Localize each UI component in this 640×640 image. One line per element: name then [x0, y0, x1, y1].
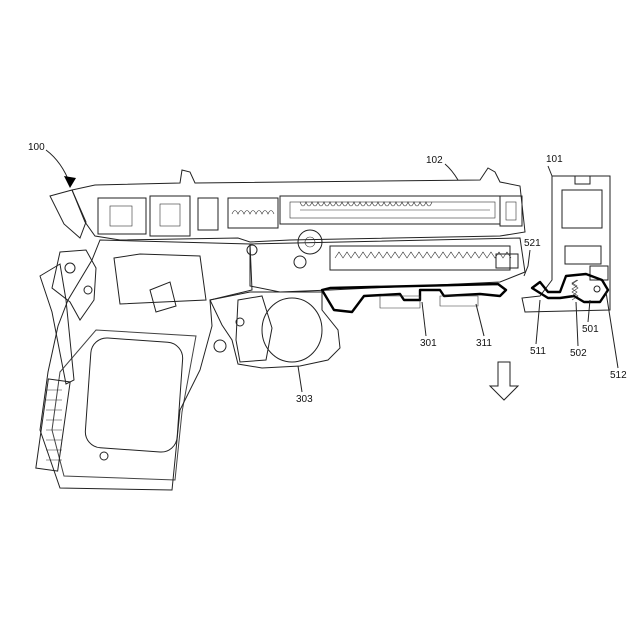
- latch-member-501: [532, 274, 608, 302]
- pin-512: [594, 286, 600, 292]
- label-100: 100: [28, 142, 45, 153]
- label-303: 303: [296, 394, 313, 405]
- frame-lower: [210, 292, 340, 368]
- receiver-rail: [247, 230, 525, 292]
- label-521: 521: [524, 238, 541, 249]
- inner-member-311: [380, 296, 420, 308]
- label-511: 511: [530, 346, 546, 357]
- label-501: 501: [582, 324, 599, 335]
- label-301: 301: [420, 338, 437, 349]
- grip: [36, 240, 252, 490]
- label-311: 311: [476, 338, 492, 349]
- label-502: 502: [570, 348, 587, 359]
- label-512: 512: [610, 370, 627, 381]
- label-102: 102: [426, 155, 443, 166]
- down-arrow-icon: [490, 362, 518, 400]
- pointer-arrowhead: [64, 176, 76, 188]
- label-101: 101: [546, 154, 563, 165]
- beavertail: [50, 190, 86, 238]
